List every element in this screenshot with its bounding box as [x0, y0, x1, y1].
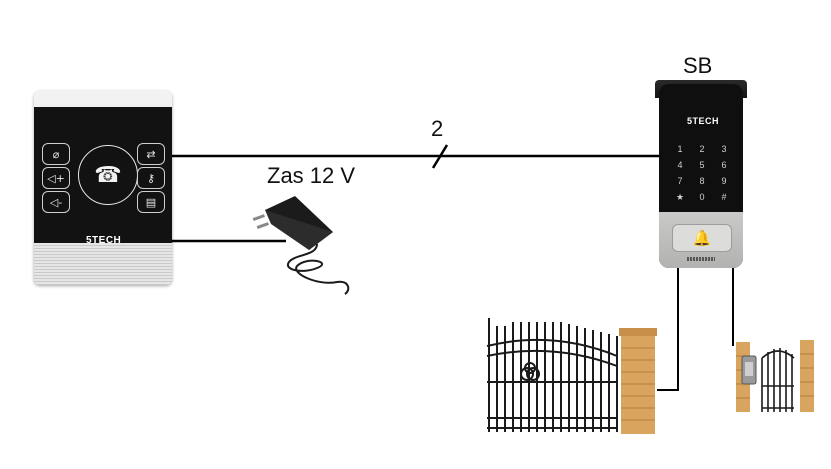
mute-icon: ⌀ [42, 143, 70, 165]
power-supply-label: Zas 12 V [267, 163, 356, 188]
menu-icon: ▤ [137, 191, 165, 213]
keypad-key: 2 [699, 144, 705, 154]
keypad-key: 1 [677, 144, 683, 154]
monitor-bottom-panel [34, 243, 172, 285]
monitor-screen: ⌀ ◁+ ◁- ☎ ⇄ ⚷ ▤ 5TECH [34, 107, 172, 246]
wire-count-label: 2 [431, 116, 444, 141]
wicket-pillar-right [800, 340, 814, 412]
door-station: 5TECH 1 2 3 4 5 6 7 8 9 ★ 0 # 🔔 [659, 84, 743, 268]
wire-count-slash [431, 144, 449, 169]
electric-lock-icon [741, 355, 757, 385]
power-adapter-cable [286, 243, 350, 295]
door-station-lower-panel: 🔔 [659, 212, 743, 268]
sliding-gate [486, 318, 657, 434]
keypad-key: 5 [699, 160, 705, 170]
call-handset-icon: ☎ [78, 145, 138, 205]
power-adapter-body [252, 196, 333, 250]
speaker-grille [687, 257, 715, 261]
power-adapter [252, 196, 350, 295]
volume-up-icon: ◁+ [42, 167, 70, 189]
keypad-key: 7 [677, 176, 683, 186]
door-station-label: SB [683, 53, 713, 78]
monitor-brand-logo: 5TECH [86, 235, 122, 246]
keypad-key: ★ [675, 192, 685, 202]
gate-bars [486, 318, 618, 432]
gate-lock-wire [657, 268, 679, 391]
keypad-key: 3 [721, 144, 727, 154]
indoor-monitor: и 1 ⌀ ◁+ ◁- ☎ ⇄ ⚷ ▤ 5TECH [34, 91, 172, 285]
bell-icon: 🔔 [672, 224, 732, 252]
keypad-key: 0 [699, 192, 705, 202]
key-icon: ⚷ [137, 167, 165, 189]
door-station-brand-logo: 5TECH [687, 116, 720, 126]
wicket-gate [736, 340, 814, 412]
transfer-icon: ⇄ [137, 143, 165, 165]
keypad-key: 8 [699, 176, 705, 186]
keypad-key: 4 [677, 160, 683, 170]
keypad-key: 6 [721, 160, 727, 170]
keypad-key: 9 [721, 176, 727, 186]
wicket-bars [761, 348, 795, 412]
keypad-key: # [721, 192, 727, 202]
volume-down-icon: ◁- [42, 191, 70, 213]
gate-pillar [619, 328, 657, 434]
keypad: 1 2 3 4 5 6 7 8 9 ★ 0 # [669, 141, 735, 205]
